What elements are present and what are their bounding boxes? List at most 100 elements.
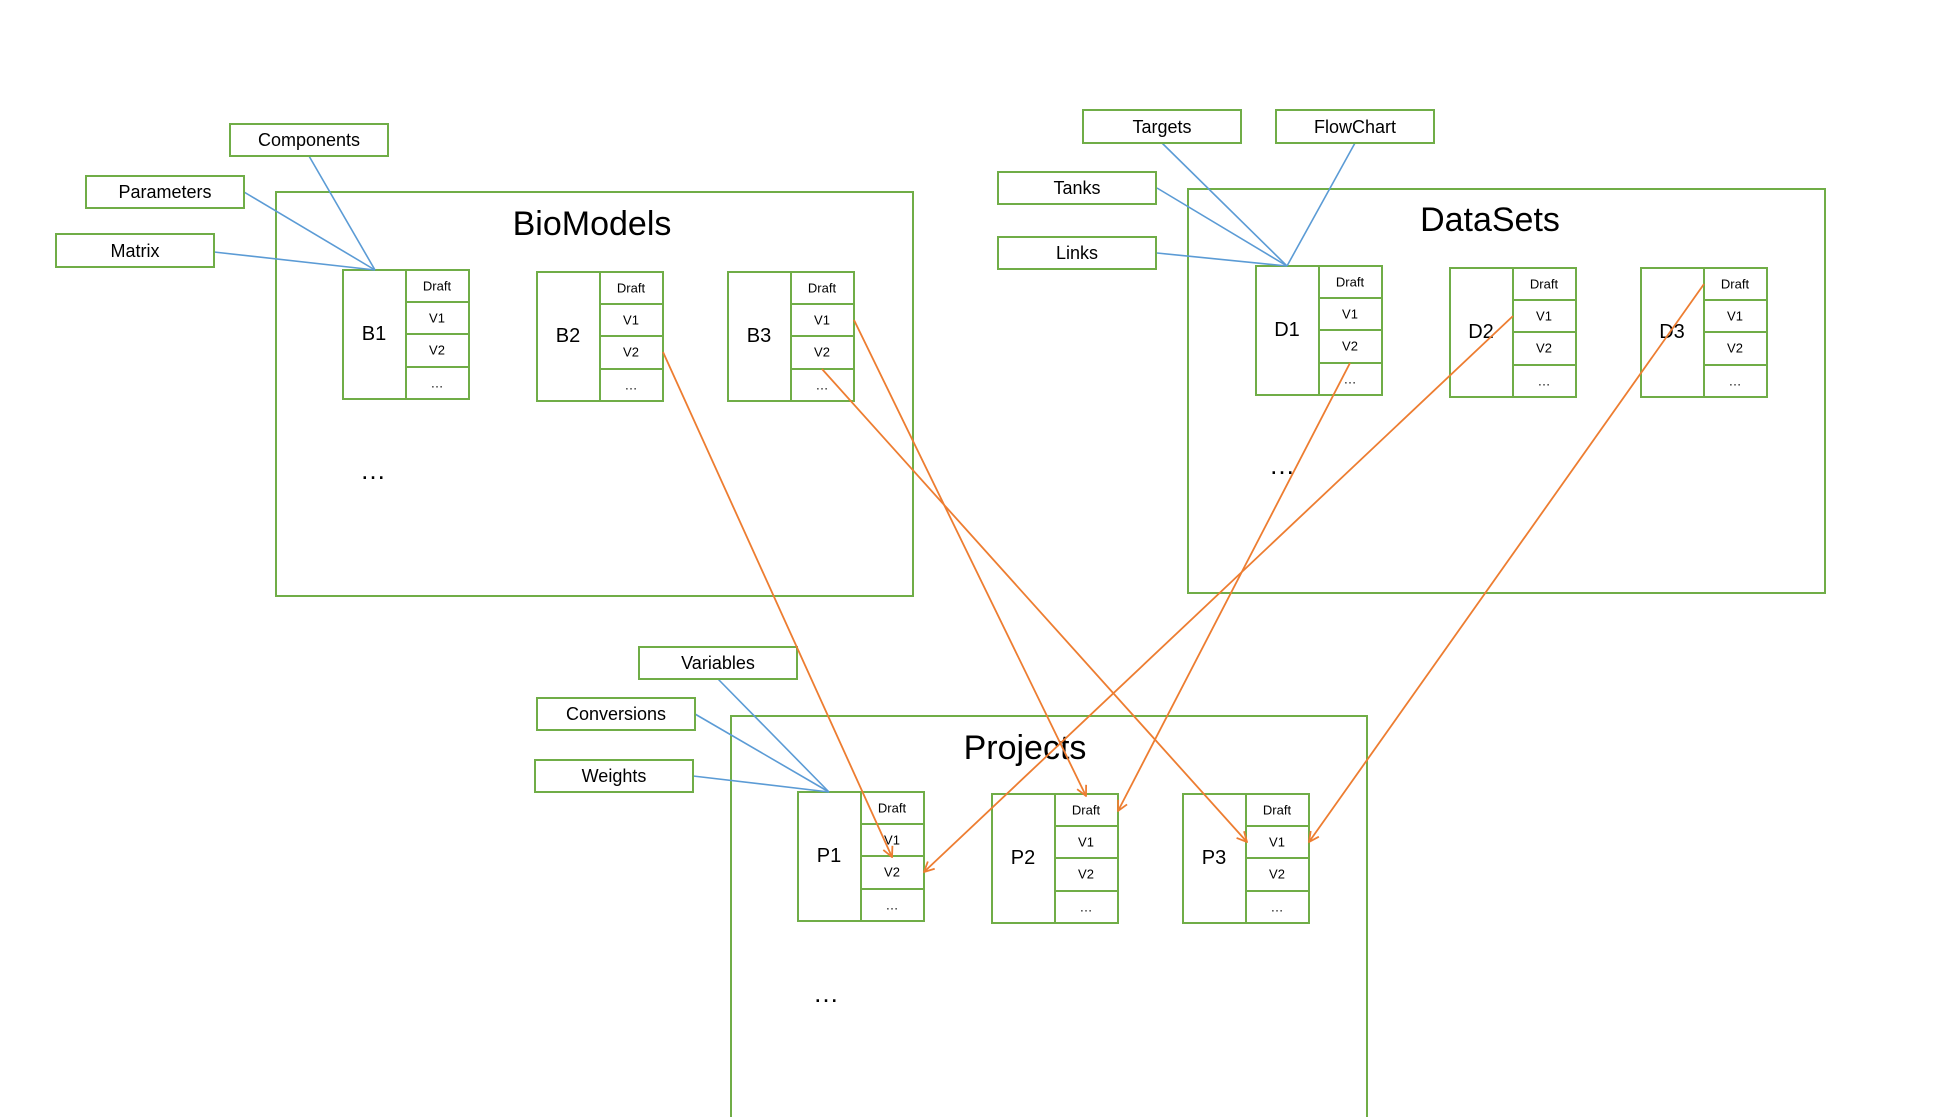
- tag-variables[interactable]: Variables: [638, 646, 798, 680]
- arrow-b3-more-to-p3-v1: [821, 368, 1247, 842]
- version-draft: Draft: [1530, 277, 1559, 292]
- tag-flowchart[interactable]: FlowChart: [1275, 109, 1435, 144]
- version-draft: Draft: [1072, 803, 1101, 818]
- arrow-d3-draft-to-p3-v1: [1309, 283, 1705, 842]
- dataset-attribute-links: [1156, 142, 1356, 267]
- version-v1: V1: [623, 313, 639, 328]
- attribute-link: [213, 251, 376, 271]
- version-more: …: [1080, 900, 1093, 915]
- version-v2: V2: [1727, 341, 1743, 356]
- version-v2: V2: [623, 345, 639, 360]
- datasets-more: …: [1269, 450, 1295, 480]
- attribute-link: [1161, 142, 1288, 267]
- version-draft: Draft: [1721, 277, 1750, 292]
- biomodels-more: …: [360, 455, 386, 485]
- version-v2: V2: [1269, 867, 1285, 882]
- version-v1: V1: [429, 311, 445, 326]
- model-id: B2: [556, 325, 580, 347]
- project-attribute-links: [692, 678, 830, 793]
- tag-label: Targets: [1132, 117, 1191, 137]
- version-draft: Draft: [617, 281, 646, 296]
- version-v2: V2: [884, 865, 900, 880]
- tag-label: Links: [1056, 243, 1098, 263]
- version-more: …: [816, 378, 829, 393]
- tag-components[interactable]: Components: [229, 123, 389, 157]
- version-draft: Draft: [1263, 803, 1292, 818]
- version-more: …: [1729, 374, 1742, 389]
- version-v2: V2: [1342, 339, 1358, 354]
- biomodels-container: BioModels …: [275, 191, 914, 597]
- version-draft: Draft: [808, 281, 837, 296]
- version-v2: V2: [1536, 341, 1552, 356]
- version-dependency-arrows: [662, 283, 1705, 872]
- version-v1: V1: [884, 833, 900, 848]
- version-v1: V1: [1536, 309, 1552, 324]
- arrow-d1-v2-to-p2-draft: [1118, 362, 1351, 811]
- model-card-b1[interactable]: B1 Draft V1 V2 …: [342, 269, 470, 400]
- tag-label: Weights: [582, 766, 647, 786]
- model-card-b2[interactable]: B2 Draft V1 V2 …: [536, 271, 664, 402]
- project-id: P3: [1202, 847, 1226, 869]
- project-id: P1: [817, 845, 841, 867]
- dataset-id: D2: [1468, 321, 1494, 343]
- attribute-link: [717, 678, 830, 793]
- version-more: …: [886, 898, 899, 913]
- tag-conversions[interactable]: Conversions: [536, 697, 696, 731]
- version-v1: V1: [814, 313, 830, 328]
- version-v1: V1: [1727, 309, 1743, 324]
- model-id: B3: [747, 325, 771, 347]
- arrow-b2-v2-to-p1-v2: [662, 351, 892, 857]
- dataset-id: D3: [1659, 321, 1685, 343]
- version-v2: V2: [1078, 867, 1094, 882]
- tag-label: Matrix: [111, 241, 160, 261]
- tag-tanks[interactable]: Tanks: [997, 171, 1157, 205]
- tag-label: Variables: [681, 653, 755, 673]
- tag-label: Tanks: [1053, 178, 1100, 198]
- tag-label: Conversions: [566, 704, 666, 724]
- tag-links[interactable]: Links: [997, 236, 1157, 270]
- projects-title: Projects: [964, 729, 1087, 767]
- attribute-link: [243, 191, 376, 271]
- project-card-p3[interactable]: P3 Draft V1 V2 …: [1182, 793, 1310, 924]
- project-card-p1[interactable]: P1 Draft V1 V2 …: [797, 791, 925, 922]
- tag-matrix[interactable]: Matrix: [55, 233, 215, 268]
- version-v2: V2: [814, 345, 830, 360]
- project-id: P2: [1011, 847, 1035, 869]
- projects-more: …: [813, 978, 839, 1008]
- attribute-link: [1286, 142, 1356, 267]
- version-v1: V1: [1078, 835, 1094, 850]
- version-more: …: [1538, 374, 1551, 389]
- model-id: B1: [362, 323, 386, 345]
- version-draft: Draft: [423, 279, 452, 294]
- attribute-link: [1156, 187, 1288, 267]
- model-card-b3[interactable]: B3 Draft V1 V2 …: [727, 271, 855, 402]
- tag-label: FlowChart: [1314, 117, 1396, 137]
- version-v1: V1: [1269, 835, 1285, 850]
- projects-container: Projects …: [730, 715, 1368, 1117]
- dataset-id: D1: [1274, 319, 1300, 341]
- dataset-card-d1[interactable]: D1 Draft V1 V2 …: [1255, 265, 1383, 396]
- version-more: …: [625, 378, 638, 393]
- dataset-card-d3[interactable]: D3 Draft V1 V2 …: [1640, 267, 1768, 398]
- project-card-p2[interactable]: P2 Draft V1 V2 …: [991, 793, 1119, 924]
- attribute-link: [1156, 252, 1288, 267]
- biomodels-title: BioModels: [513, 205, 672, 243]
- version-more: …: [1344, 372, 1357, 387]
- biomodel-attribute-links: [213, 155, 376, 271]
- tag-weights[interactable]: Weights: [534, 759, 694, 793]
- arrow-d2-v1-to-p1-v2: [924, 315, 1514, 872]
- tag-label: Parameters: [118, 182, 211, 202]
- tag-label: Components: [258, 130, 360, 150]
- dataset-card-d2[interactable]: D2 Draft V1 V2 …: [1449, 267, 1577, 398]
- datasets-title: DataSets: [1420, 201, 1560, 239]
- version-v1: V1: [1342, 307, 1358, 322]
- datasets-container: DataSets …: [1187, 188, 1826, 594]
- version-more: …: [1271, 900, 1284, 915]
- attribute-link: [308, 155, 376, 271]
- version-more: …: [431, 376, 444, 391]
- tag-parameters[interactable]: Parameters: [85, 175, 245, 209]
- tag-targets[interactable]: Targets: [1082, 109, 1242, 144]
- attribute-link: [694, 713, 830, 793]
- attribute-link: [692, 775, 830, 793]
